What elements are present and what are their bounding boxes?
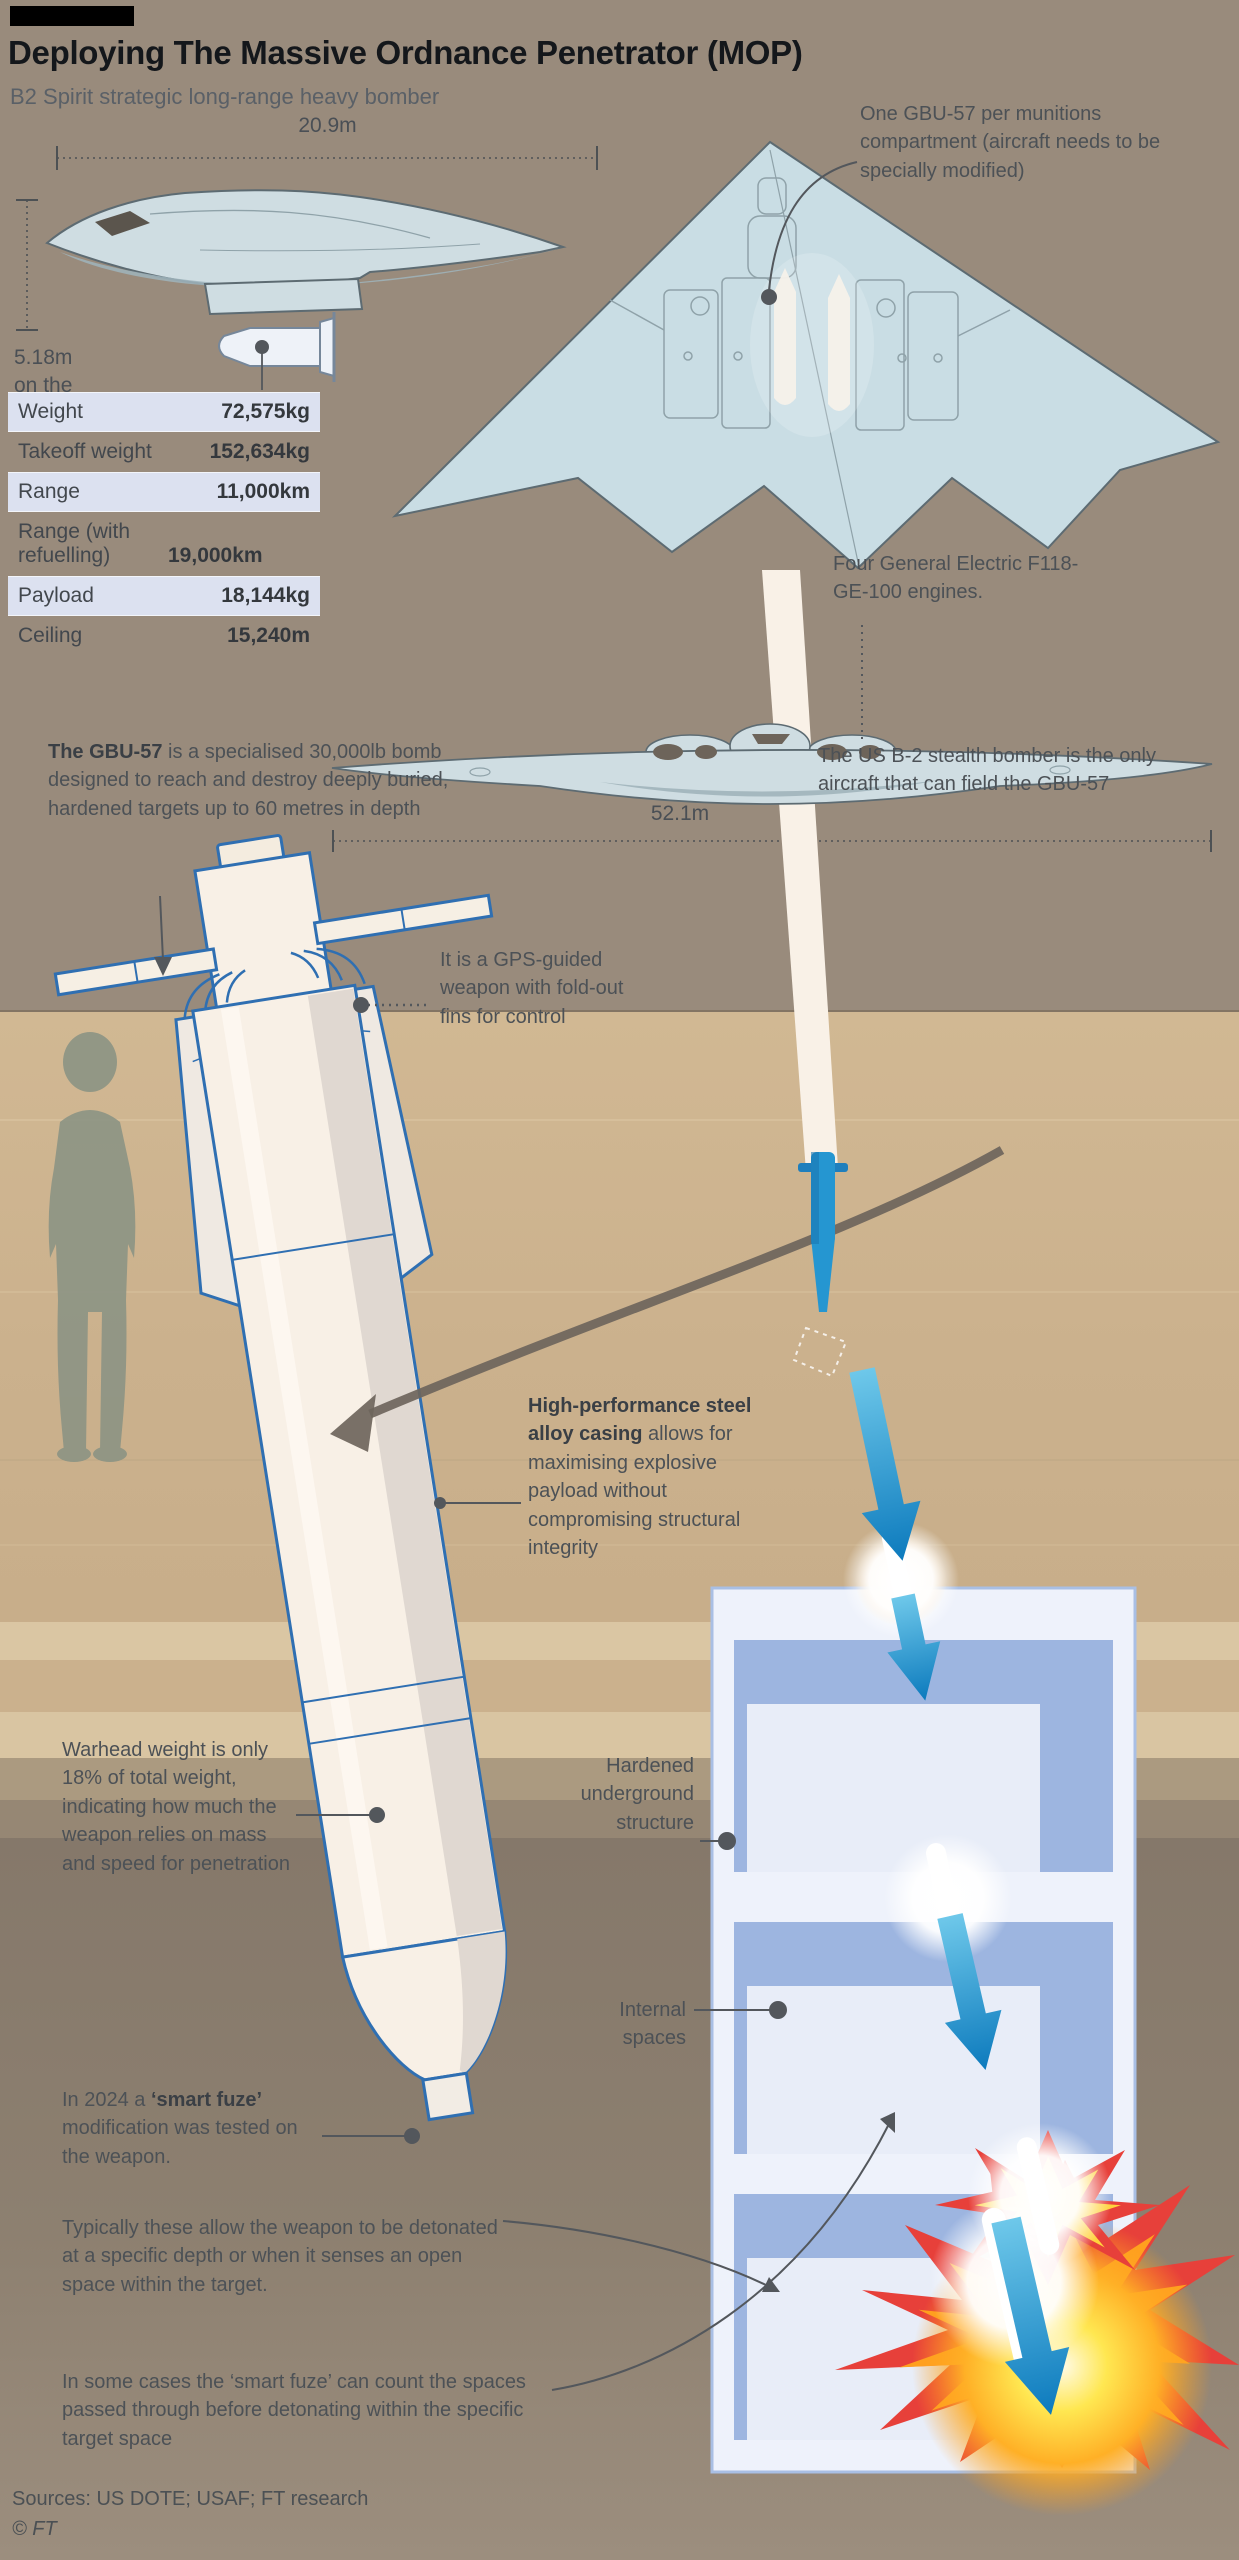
stat-label: Takeoff weight <box>18 440 152 463</box>
gbu57-large-illustration <box>53 834 508 2122</box>
wingspan-dimension-label: 52.1m <box>650 802 710 825</box>
annotation-text: The US B-2 stealth bomber is the only ai… <box>818 745 1156 796</box>
stat-value: 19,000km <box>168 544 263 567</box>
annotation-text: Warhead weight is only 18% of total weig… <box>62 1739 290 1875</box>
human-scale-silhouette <box>48 1032 136 1462</box>
annotation-bold: High-performance steel alloy casing <box>528 1395 752 1446</box>
annotation-b2-only: The US B-2 stealth bomber is the only ai… <box>818 742 1188 799</box>
table-row: Weight 72,575kg <box>8 392 320 432</box>
leader-dots <box>154 289 895 2292</box>
annotation-smart-fuze: In 2024 a ‘smart fuze’ modification was … <box>62 2086 322 2171</box>
table-row: Payload 18,144kg <box>8 576 320 616</box>
stat-label: Range (with refuelling) <box>18 520 131 567</box>
annotation-text: Typically these allow the weapon to be d… <box>62 2217 498 2296</box>
annotation-count: In some cases the ‘smart fuze’ can count… <box>62 2368 552 2453</box>
b2-top-view-illustration <box>391 140 1221 570</box>
annotation-text: is a specialised 30,000lb bomb designed … <box>48 741 449 820</box>
bunker-room-1 <box>747 1704 1040 1872</box>
stat-value: 18,144kg <box>221 584 310 607</box>
annotation-internal: Internal spaces <box>556 1996 686 2053</box>
curved-pointer-arrow <box>330 1146 1005 1452</box>
length-dimension-line <box>56 146 598 170</box>
stat-label: Weight <box>18 400 83 423</box>
fin-deploy-ghost-outline <box>792 1326 848 1378</box>
page-title: Deploying The Massive Ordnance Penetrato… <box>8 34 803 71</box>
stat-label: Range <box>18 480 80 503</box>
table-row: Range (with refuelling) 19,000km <box>8 512 320 576</box>
annotation-gbu-intro: The GBU-57 is a specialised 30,000lb bom… <box>48 738 458 823</box>
stats-table: Weight 72,575kg Takeoff weight 152,634kg… <box>8 392 320 656</box>
annotation-engines: Four General Electric F118-GE-100 engine… <box>833 550 1093 607</box>
falling-bomb-icon <box>798 1152 848 1312</box>
sources-line: Sources: US DOTE; USAF; FT research <box>12 2488 369 2510</box>
stat-value: 15,240m <box>227 624 310 647</box>
table-row: Range 11,000km <box>8 472 320 512</box>
ft-top-bar <box>10 6 134 26</box>
annotation-casing: High-performance steel alloy casing allo… <box>528 1392 763 1562</box>
annotation-gps: It is a GPS-guided weapon with fold-out … <box>440 946 660 1031</box>
annotation-text: Hardened underground structure <box>580 1755 694 1834</box>
bunker-illustration <box>710 1586 1137 2474</box>
ft-copyright: © FT <box>12 2518 57 2540</box>
leader-lines <box>159 161 891 2391</box>
table-row: Ceiling 15,240m <box>8 616 320 656</box>
annotation-text: It is a GPS-guided weapon with fold-out … <box>440 949 624 1028</box>
annotation-text: allows for maximising explosive payload … <box>528 1423 741 1559</box>
annotation-text: modification was tested on the weapon. <box>62 2117 298 2168</box>
b2-front-view-illustration <box>331 723 1213 805</box>
annotation-warhead: Warhead weight is only 18% of total weig… <box>62 1736 290 1878</box>
annotation-text: One GBU-57 per munitions compartment (ai… <box>860 103 1161 182</box>
annotation-munitions: One GBU-57 per munitions compartment (ai… <box>860 100 1220 185</box>
stat-label: Ceiling <box>18 624 83 647</box>
annotation-text: In 2024 a <box>62 2089 151 2111</box>
annotation-text: Four General Electric F118-GE-100 engine… <box>833 553 1079 604</box>
stat-label: Payload <box>18 584 94 607</box>
table-row: Takeoff weight 152,634kg <box>8 432 320 472</box>
wingspan-dimension-line <box>332 830 1212 852</box>
annotation-text: Internal spaces <box>619 1999 686 2050</box>
stat-value: 152,634kg <box>209 440 310 463</box>
annotation-typically: Typically these allow the weapon to be d… <box>62 2214 512 2299</box>
bomb-trajectory-trail <box>762 570 838 1172</box>
height-dimension-line <box>16 199 38 331</box>
penetration-arrows <box>849 1367 1070 2415</box>
annotation-text: In some cases the ‘smart fuze’ can count… <box>62 2371 526 2450</box>
stat-value: 72,575kg <box>221 400 310 423</box>
annotation-bold: ‘smart fuze’ <box>150 2089 263 2111</box>
b2-side-view-illustration <box>45 189 567 316</box>
stat-value: 11,000km <box>216 480 310 503</box>
page-subtitle: B2 Spirit strategic long-range heavy bom… <box>10 84 440 109</box>
annotation-bold: The GBU-57 <box>48 741 163 763</box>
gbu57-in-bay-icon <box>774 268 850 411</box>
length-dimension-label: 20.9m <box>298 114 357 137</box>
gbu57-small-illustration <box>218 312 336 390</box>
annotation-hardened: Hardened underground structure <box>554 1752 694 1837</box>
